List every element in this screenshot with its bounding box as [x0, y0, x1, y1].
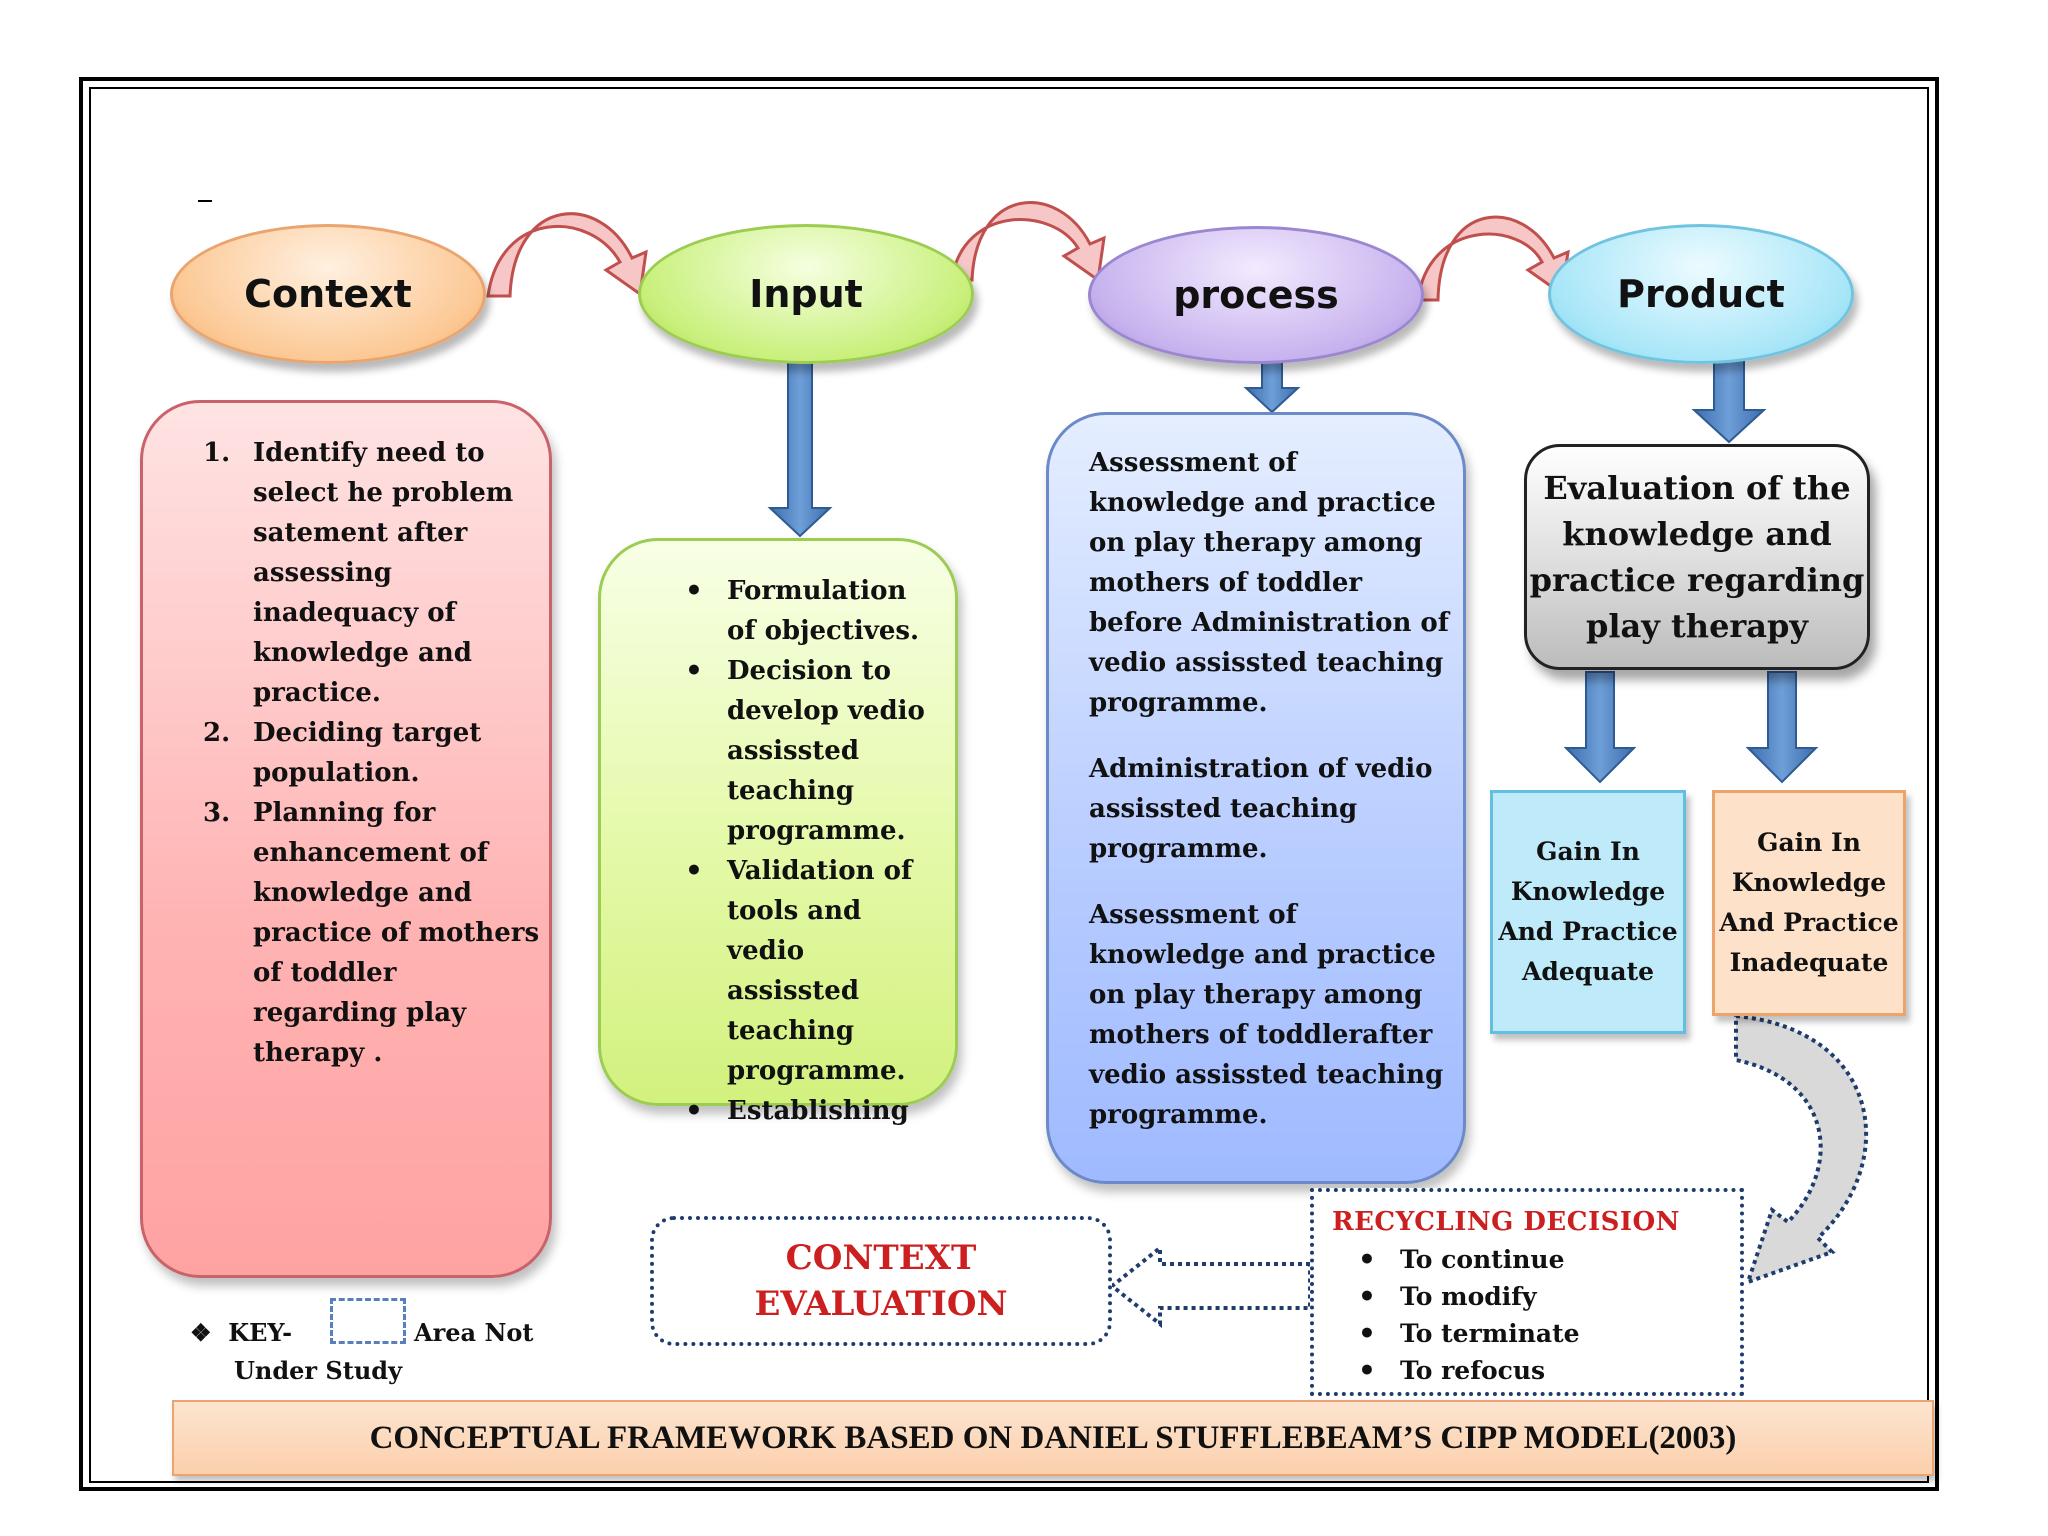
stage-context: Context: [170, 224, 486, 364]
stage-product: Product: [1548, 224, 1854, 364]
input-item: Decision to develop vedio assissted teac…: [681, 651, 941, 851]
input-list: Formulation of objectives. Decision to d…: [681, 571, 941, 1131]
key-label: ❖ KEY-: [190, 1318, 293, 1347]
input-item: Establishing: [681, 1091, 941, 1131]
curved-arrow-context-input: [486, 212, 648, 298]
recycling-decision-box: RECYCLING DECISION To continue To modify…: [1310, 1188, 1744, 1396]
stray-dash: [198, 200, 212, 202]
context-item: 2.Deciding target population.: [203, 718, 482, 788]
input-box: Formulation of objectives. Decision to d…: [598, 538, 958, 1131]
dotted-curved-arrow-recycling: [1734, 1013, 1869, 1286]
outcome-inadequate-box: Gain In Knowledge And Practice Inadequat…: [1712, 790, 1906, 1016]
stage-process: process: [1088, 226, 1424, 364]
footer-title: CONCEPTUAL FRAMEWORK BASED ON DANIEL STU…: [172, 1400, 1934, 1476]
down-arrow-adequate: [1563, 671, 1637, 784]
outer-frame: [79, 77, 1939, 1491]
recycling-list: To continue To modify To terminate To re…: [1314, 1241, 1740, 1389]
stage-input: Input: [638, 224, 974, 364]
down-arrow-input: [767, 355, 833, 538]
evaluation-box: Evaluation of the knowledge and practice…: [1524, 444, 1870, 670]
key-dashed-box: [330, 1298, 406, 1344]
process-paragraph: Administration of vedio assissted teachi…: [1089, 754, 1433, 864]
inner-frame: [89, 87, 1929, 1483]
process-box: Assessment of knowledge and practice on …: [1046, 412, 1466, 1184]
context-item: 1.Identify need to select he problem sat…: [203, 438, 514, 708]
recycling-item: To refocus: [1354, 1352, 1740, 1389]
down-arrow-inadequate: [1745, 671, 1819, 784]
context-box: 1.Identify need to select he problem sat…: [140, 400, 552, 1278]
recycling-item: To terminate: [1354, 1315, 1740, 1352]
recycling-item: To continue: [1354, 1241, 1740, 1278]
recycling-title: RECYCLING DECISION: [1332, 1207, 1680, 1237]
process-paragraph: Assessment of knowledge and practice on …: [1089, 900, 1444, 1130]
recycling-item: To modify: [1354, 1278, 1740, 1315]
key-text-b: Under Study: [234, 1356, 403, 1385]
outcome-adequate-box: Gain In Knowledge And Practice Adequate: [1490, 790, 1686, 1034]
context-list: 1.Identify need to select he problem sat…: [203, 433, 543, 1073]
down-arrow-product: [1691, 355, 1767, 444]
curved-arrow-input-process: [950, 201, 1106, 283]
context-evaluation-box: CONTEXT EVALUATION: [650, 1216, 1112, 1346]
input-item: Validation of tools and vedio assissted …: [681, 851, 941, 1091]
process-paragraph: Assessment of knowledge and practice on …: [1089, 448, 1449, 718]
dotted-arrow-context-evaluation: [1108, 1243, 1312, 1329]
curved-arrow-process-product: [1416, 215, 1570, 302]
key-diamond-icon: ❖: [190, 1318, 212, 1347]
context-item: 3.Planning for enhancement of knowledge …: [203, 798, 540, 1068]
key-text-a: Area Not: [414, 1318, 534, 1347]
input-item: Formulation of objectives.: [681, 571, 941, 651]
